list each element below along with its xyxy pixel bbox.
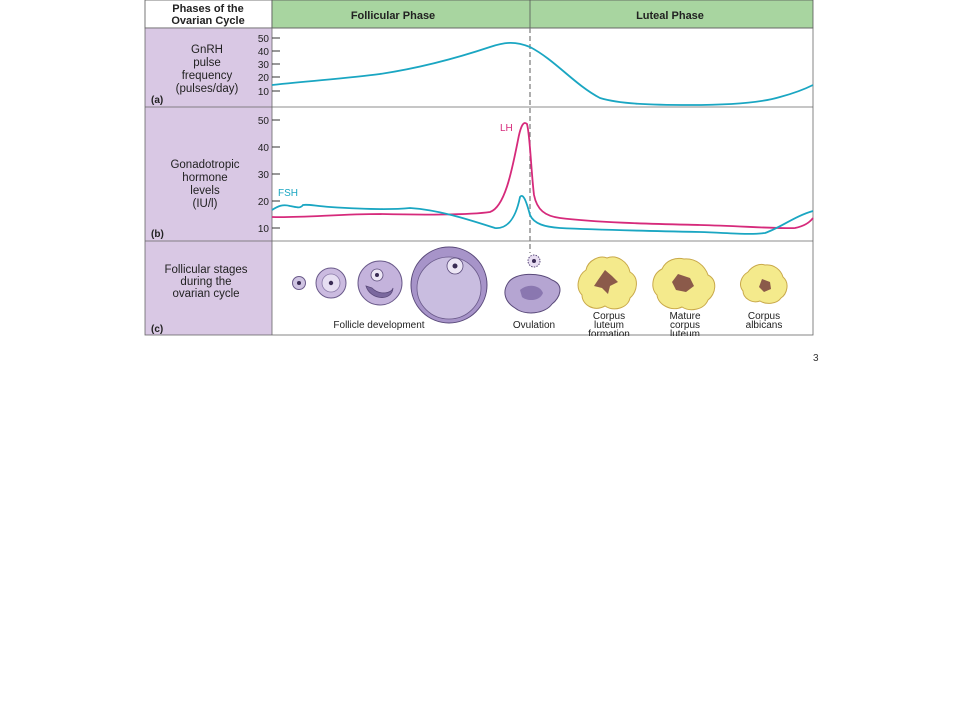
svg-text:formation: formation [588, 329, 630, 340]
caption-ovulation: Ovulation [513, 320, 555, 331]
svg-text:Gonadotropic: Gonadotropic [170, 159, 239, 171]
page-number: 3 [813, 353, 819, 364]
svg-text:luteum: luteum [670, 329, 700, 340]
mature-corpus-luteum [652, 257, 716, 311]
svg-text:hormone: hormone [182, 172, 227, 184]
follicle-stage-3 [357, 260, 403, 306]
svg-text:Corpus: Corpus [593, 311, 625, 322]
tick-label: 30 [258, 60, 270, 71]
svg-text:pulse: pulse [193, 57, 221, 69]
tick-label: 30 [258, 170, 270, 181]
svg-text:corpus: corpus [670, 320, 700, 331]
fsh-label: FSH [278, 188, 298, 199]
row-label-column [145, 28, 272, 335]
ruptured-follicle [504, 273, 561, 314]
panel-c-label: Follicular stages during the ovarian cyc… [151, 264, 248, 335]
follicular-phase-label: Follicular Phase [351, 10, 435, 22]
tick-label: 20 [258, 197, 270, 208]
panel-b-y-axis: 50 40 30 20 10 [258, 116, 280, 235]
tick-label: 10 [258, 224, 270, 235]
corner-title-line2: Ovarian Cycle [171, 15, 244, 27]
phase-header [271, 0, 814, 29]
svg-text:frequency: frequency [182, 70, 233, 82]
svg-text:GnRH: GnRH [191, 44, 223, 56]
luteal-phase-label: Luteal Phase [636, 10, 704, 22]
tick-label: 40 [258, 47, 270, 58]
caption-corpus-albicans: Corpus albicans [746, 311, 783, 331]
svg-text:during the: during the [180, 276, 231, 288]
svg-text:Mature: Mature [669, 311, 701, 322]
svg-text:albicans: albicans [746, 320, 783, 331]
panel-b-label: Gonadotropic hormone levels (IU/l) (b) [151, 159, 240, 240]
panel-c-letter: (c) [151, 324, 163, 335]
svg-text:(IU/l): (IU/l) [193, 198, 218, 210]
lh-curve [271, 122, 814, 230]
tick-label: 20 [258, 73, 270, 84]
svg-text:luteum: luteum [594, 320, 624, 331]
panel-b-letter: (b) [151, 229, 164, 240]
corner-cell [144, 0, 273, 29]
fsh-curve [271, 195, 814, 235]
caption-mature-corpus-luteum: Mature corpus luteum [669, 311, 701, 340]
caption-corpus-luteum-formation: Corpus luteum formation [588, 311, 630, 340]
ovulated-oocyte [527, 254, 541, 268]
svg-text:(pulses/day): (pulses/day) [176, 83, 239, 95]
follicle-stage-4 [410, 246, 488, 324]
corpus-luteum-formation [577, 256, 637, 310]
svg-text:Corpus: Corpus [748, 311, 780, 322]
tick-label: 40 [258, 143, 270, 154]
lh-label: LH [500, 123, 513, 134]
corner-title-line1: Phases of the [172, 3, 244, 15]
caption-follicle-development: Follicle development [333, 320, 424, 331]
tick-label: 50 [258, 34, 270, 45]
svg-text:ovarian cycle: ovarian cycle [172, 288, 239, 300]
corpus-albicans [740, 263, 788, 304]
svg-text:levels: levels [190, 185, 220, 197]
follicle-stage-2 [315, 267, 347, 299]
gnrh-curve [271, 41, 814, 106]
panel-a-label: GnRH pulse frequency (pulses/day) (a) [151, 44, 238, 106]
tick-label: 10 [258, 87, 270, 98]
panel-a-y-axis: 50 40 30 20 10 [258, 34, 280, 98]
svg-text:Follicular stages: Follicular stages [164, 264, 247, 276]
tick-label: 50 [258, 116, 270, 127]
panel-a-letter: (a) [151, 95, 163, 106]
follicle-stage-1 [292, 276, 306, 290]
